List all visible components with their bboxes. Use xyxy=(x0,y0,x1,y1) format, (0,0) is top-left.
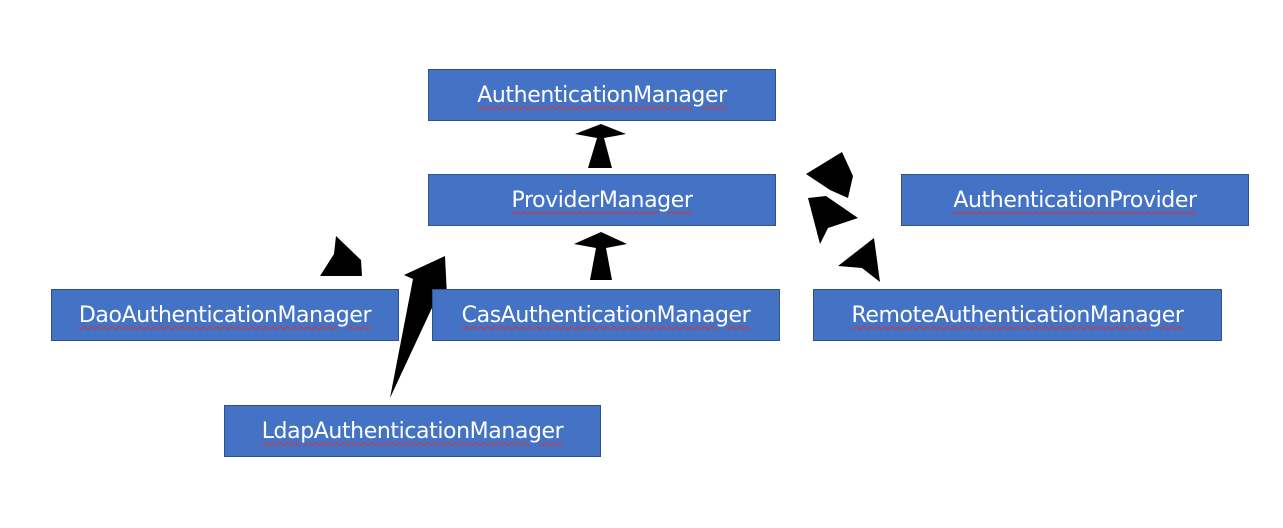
authentication-provider-label: AuthenticationProvider xyxy=(953,187,1197,213)
dao-authentication-manager-label: DaoAuthenticationManager xyxy=(78,302,372,328)
remote-authentication-manager-label: RemoteAuthenticationManager xyxy=(851,302,1184,328)
remote-authentication-manager-box[interactable]: RemoteAuthenticationManager xyxy=(813,289,1222,341)
arrow-dao-to-provider-manager[interactable] xyxy=(320,236,362,276)
arrow-remote-to-provider-manager[interactable] xyxy=(838,238,880,282)
ldap-authentication-manager-label: LdapAuthenticationManager xyxy=(261,418,564,444)
provider-manager-box[interactable]: ProviderManager xyxy=(428,174,776,226)
authentication-manager-box[interactable]: AuthenticationManager xyxy=(428,69,776,121)
arrow-authentication-provider-upper[interactable] xyxy=(806,152,853,198)
arrow-cas-to-provider-manager[interactable] xyxy=(574,232,627,280)
cas-authentication-manager-box[interactable]: CasAuthenticationManager xyxy=(432,289,780,341)
cas-authentication-manager-label: CasAuthenticationManager xyxy=(461,302,751,328)
authentication-manager-label: AuthenticationManager xyxy=(477,82,727,108)
arrow-authentication-provider-lower[interactable] xyxy=(808,196,858,244)
authentication-provider-box[interactable]: AuthenticationProvider xyxy=(901,174,1249,226)
provider-manager-label: ProviderManager xyxy=(511,187,693,213)
dao-authentication-manager-box[interactable]: DaoAuthenticationManager xyxy=(51,289,399,341)
ldap-authentication-manager-box[interactable]: LdapAuthenticationManager xyxy=(224,405,601,457)
arrow-provider-to-authentication-manager[interactable] xyxy=(575,124,626,168)
